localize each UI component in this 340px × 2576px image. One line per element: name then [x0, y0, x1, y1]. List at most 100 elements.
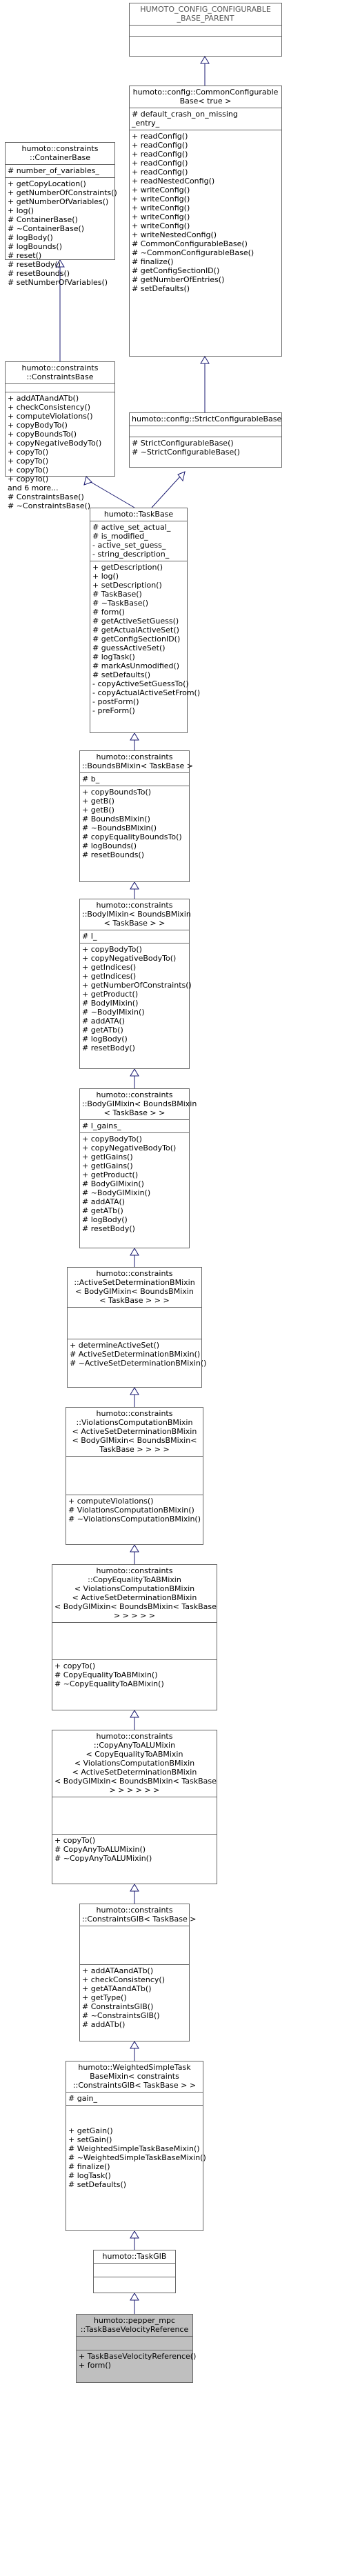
method: # ConstraintsBase() [8, 492, 84, 501]
class-task-base-velocity-reference[interactable]: humoto::pepper_mpc ::TaskBaseVelocityRef… [76, 2314, 196, 2383]
method: # addATA() [82, 1197, 126, 1206]
method: + copyBodyTo() [8, 421, 68, 430]
method: # ~ConstraintsGIB() [82, 2011, 160, 2020]
method: + log() [8, 206, 34, 215]
method: # setNumberOfVariables() [8, 278, 108, 287]
class-title-line: ::BodyGIMixin< BoundsBMixin [82, 1099, 197, 1108]
method: + getB() [82, 797, 114, 806]
method: # ~WeightedSimpleTaskBaseMixin() [68, 2153, 206, 2162]
class-strict-configurable-base[interactable]: humoto::config::StrictConfigurableBase #… [129, 412, 282, 468]
method: # copyEqualityBoundsTo() [82, 832, 182, 841]
class-violations-computation-bmixin[interactable]: humoto::constraints ::ViolationsComputat… [66, 1407, 203, 1545]
class-task-gib[interactable]: humoto::TaskGIB [93, 2250, 176, 2293]
class-title-line: ::TaskBaseVelocityReference [80, 2325, 189, 2334]
method: # guessActiveSet() [92, 643, 166, 652]
class-constraints-base[interactable]: humoto::constraints ::ConstraintsBase + … [5, 361, 115, 510]
class-title-line: < CopyEqualityToABMixin [86, 1750, 183, 1759]
class-title-line: humoto::constraints [96, 1566, 173, 1575]
class-title-line: humoto::constraints [96, 1732, 173, 1741]
method: + writeConfig() [132, 203, 190, 212]
class-title-line: humoto::constraints [96, 752, 173, 761]
inheritance-arrow [130, 2041, 139, 2049]
class-title-line: humoto::config::CommonConfigurable [132, 88, 279, 97]
method: # logBody() [82, 1035, 128, 1044]
class-title-line: < BodyGIMixin< BoundsBMixin [75, 1287, 194, 1296]
class-task-base[interactable]: humoto::TaskBase # active_set_actual_ # … [90, 508, 200, 733]
inheritance-arrow [200, 356, 210, 364]
class-title-line: ::ViolationsComputationBMixin [76, 1418, 193, 1427]
methods-section: + computeViolations() # ViolationsComput… [66, 1495, 203, 1526]
member: # active_set_actual_ [92, 523, 171, 532]
method: # resetBody() [8, 260, 61, 269]
methods-section: + copyBodyTo() + copyNegativeBodyTo() + … [80, 943, 192, 1055]
inheritance-arrow [130, 1248, 139, 1256]
method: + writeConfig() [132, 221, 190, 230]
method: # BoundsBMixin() [82, 815, 150, 823]
method: + copyNegativeBodyTo() [82, 954, 177, 963]
method: + form() [79, 2361, 111, 2370]
methods-section [130, 36, 281, 47]
class-config-parent[interactable]: HUMOTO_CONFIG_CONFIGURABLE _BASE_PARENT [129, 3, 282, 57]
class-title-line: TaskBase > > > > [99, 1445, 170, 1454]
method: # resetBounds() [8, 269, 70, 278]
class-title: humoto::constraints ::ContainerBase [6, 143, 114, 164]
method: + getIGains() [82, 1152, 133, 1161]
method: - postForm() [92, 697, 139, 706]
method: + copyTo() [54, 1836, 96, 1845]
class-title-line: ::ConstraintsGIB< TaskBase > [82, 1915, 197, 1924]
class-title-line: < ActiveSetDeterminationBMixin [72, 1768, 197, 1777]
method: + readConfig() [132, 141, 188, 150]
method: + writeConfig() [132, 186, 190, 194]
method: + getGain() [68, 2126, 113, 2135]
class-title-line: humoto::constraints [96, 1906, 173, 1915]
methods-section [94, 2277, 175, 2290]
attributes-section [68, 1307, 201, 1339]
method: + getIGains() [82, 1161, 133, 1170]
class-title-line: ::ActiveSetDeterminationBMixin [74, 1278, 195, 1287]
class-common-configurable-base[interactable]: humoto::config::CommonConfigurable Base<… [129, 86, 282, 357]
class-title-line: < ActiveSetDeterminationBMixin [72, 1427, 197, 1436]
method: + copyBoundsTo() [8, 430, 77, 439]
class-copy-any-to-alumixin[interactable]: humoto::constraints ::CopyAnyToALUMixin … [52, 1730, 217, 1884]
method: # logBody() [82, 1215, 128, 1224]
method: # resetBounds() [82, 850, 145, 859]
class-title: humoto::constraints ::BoundsBMixin< Task… [80, 751, 193, 772]
method: # ~CommonConfigurableBase() [132, 248, 254, 257]
class-container-base[interactable]: humoto::constraints ::ContainerBase # nu… [5, 142, 117, 287]
methods-section: + TaskBaseVelocityReference() + form() [77, 2350, 196, 2372]
method: + writeConfig() [132, 212, 190, 221]
method: # WeightedSimpleTaskBaseMixin() [68, 2144, 200, 2153]
member: # gain_ [68, 2094, 97, 2103]
method: # markAsUnmodified() [92, 661, 180, 670]
method: + getNumberOfVariables() [8, 197, 109, 206]
class-title-line: < ActiveSetDeterminationBMixin [72, 1593, 197, 1602]
class-body-gimixin[interactable]: humoto::constraints ::BodyGIMixin< Bound… [79, 1088, 197, 1248]
methods-section: + getCopyLocation() + getNumberOfConstra… [6, 177, 117, 289]
method: + readConfig() [132, 159, 188, 168]
method: # ~BoundsBMixin() [82, 823, 157, 832]
attributes-section: # default_crash_on_missing _entry_ [130, 108, 281, 130]
class-title-line: ::BodyIMixin< BoundsBMixin [82, 910, 191, 919]
method: # CopyAnyToALUMixin() [54, 1845, 146, 1854]
method: + checkConsistency() [82, 1975, 166, 1984]
method: # CopyEqualityToABMixin() [54, 1670, 158, 1679]
class-body-imixin[interactable]: humoto::constraints ::BodyIMixin< Bounds… [79, 899, 192, 1069]
class-bounds-bmixin[interactable]: humoto::constraints ::BoundsBMixin< Task… [79, 750, 193, 882]
method: and 6 more... [8, 483, 59, 492]
class-title-line: < ViolationsComputationBMixin [74, 1584, 195, 1593]
inheritance-arrow [130, 2293, 139, 2301]
method: # ~ContainerBase() [8, 224, 85, 233]
method: + setDescription() [92, 581, 162, 590]
methods-section: + getDescription() + log() + setDescript… [90, 561, 200, 717]
class-active-set-determination-bmixin[interactable]: humoto::constraints ::ActiveSetDetermina… [67, 1267, 206, 1388]
class-title-line: > > > > > [113, 1611, 156, 1620]
class-copy-equality-to-abmixin[interactable]: humoto::constraints ::CopyEqualityToABMi… [52, 1564, 217, 1710]
method: # ~BodyIMixin() [82, 1008, 145, 1017]
method: # ViolationsComputationBMixin() [68, 1506, 194, 1515]
class-constraints-gib[interactable]: humoto::constraints ::ConstraintsGIB< Ta… [79, 1904, 197, 2041]
method: + checkConsistency() [8, 403, 91, 412]
class-weighted-simple-task-base-mixin[interactable]: humoto::WeightedSimpleTask BaseMixin< co… [66, 2061, 206, 2231]
method: # getConfigSectionID() [132, 266, 220, 275]
method: + computeViolations() [68, 1497, 154, 1506]
class-title-line: ::ConstraintsBase [26, 372, 94, 381]
